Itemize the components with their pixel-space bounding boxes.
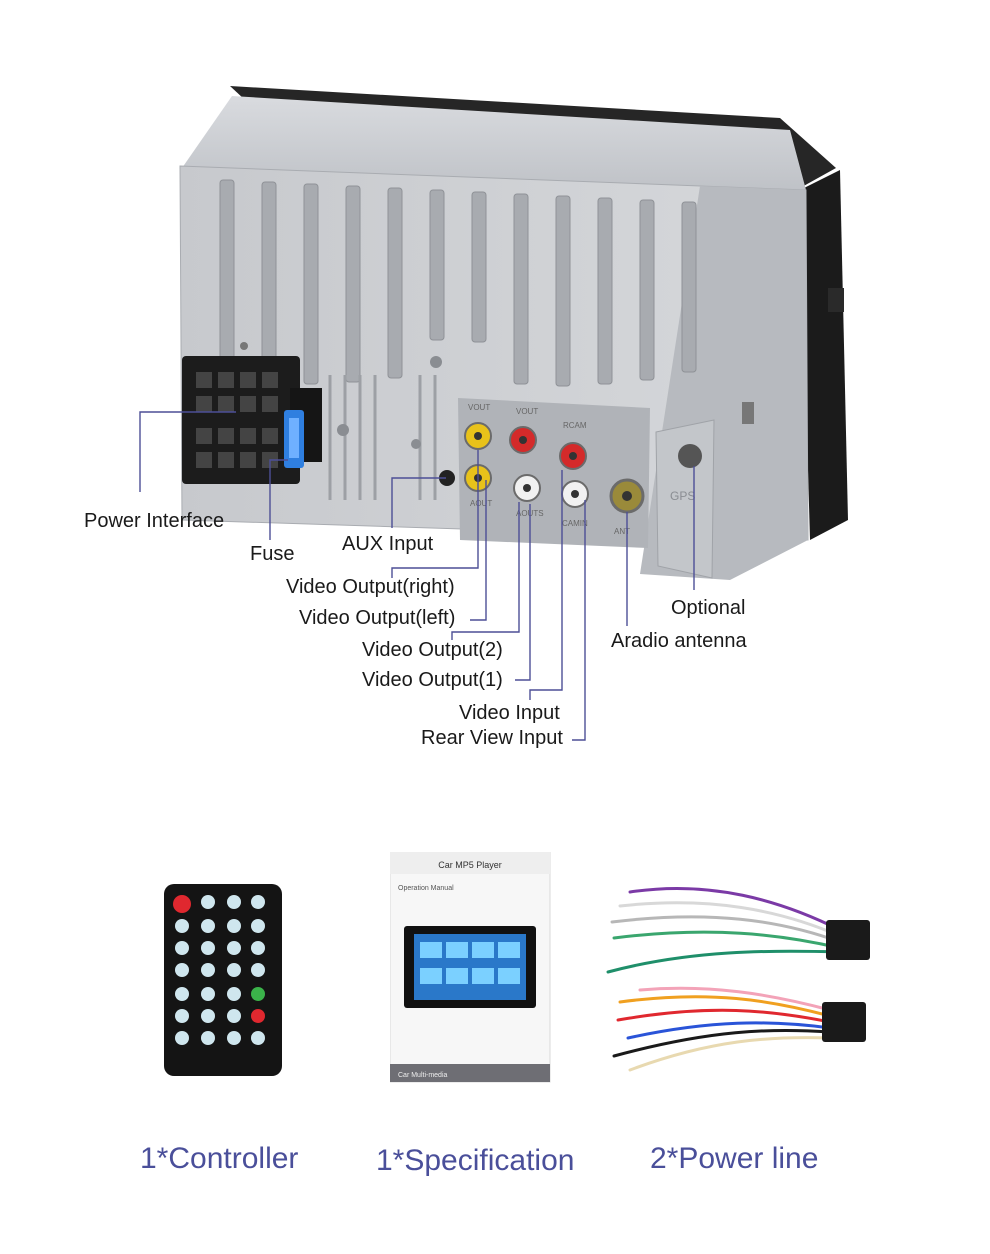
power-line-illustration	[606, 886, 870, 1072]
label-video-output-right: Video Output(right)	[286, 576, 455, 598]
mark-rcam: RCAM	[563, 421, 587, 430]
mark-vout-2: VOUT	[516, 407, 538, 416]
label-video-output-left: Video Output(left)	[299, 607, 456, 629]
leader-video-input	[529, 470, 563, 700]
call-accept-icon	[251, 987, 265, 1001]
gps-socket: GPS	[655, 419, 715, 579]
harness-connector-top	[826, 920, 870, 960]
manual-footer: Car Multi-media	[398, 1072, 448, 1079]
leader-lines	[139, 411, 695, 741]
remote-controller-illustration	[164, 884, 282, 1076]
fuse	[284, 410, 304, 468]
mark-aout-1: AOUT	[470, 499, 492, 508]
vent-slots	[328, 375, 437, 500]
iso-power-connector	[182, 356, 322, 484]
leader-fuse	[269, 459, 288, 540]
mark-vout-1: VOUT	[468, 403, 490, 412]
rca-panel: VOUT VOUT RCAM AOUT AOUTS CAMIN ANT	[439, 398, 650, 548]
leader-power-interface	[139, 411, 236, 492]
mark-gps: GPS	[670, 489, 695, 503]
caption-power-line: 2*Power line	[650, 1142, 819, 1175]
label-video-output-1: Video Output(1)	[362, 669, 503, 691]
leader-video-2	[451, 502, 520, 640]
manual-subtitle: Operation Manual	[398, 885, 454, 892]
label-power-interface: Power Interface	[84, 510, 225, 532]
leader-video-right	[391, 450, 479, 578]
chassis-top	[182, 96, 806, 190]
caption-controller: 1*Controller	[140, 1142, 299, 1175]
leader-rear-view	[572, 500, 586, 741]
call-end-icon	[251, 1009, 265, 1023]
label-video-output-2: Video Output(2)	[362, 639, 503, 661]
label-aux-input: AUX Input	[342, 533, 434, 555]
head-unit-back-illustration: VOUT VOUT RCAM AOUT AOUTS CAMIN ANT GPS	[139, 86, 848, 741]
label-optional: Optional	[671, 597, 746, 619]
mark-camin: CAMIN	[562, 519, 588, 528]
label-fuse: Fuse	[250, 543, 295, 565]
leader-video-left	[470, 480, 487, 621]
leader-video-1	[515, 504, 531, 681]
specification-manual-illustration: Car MP5 Player Operation Manual Car Mult…	[390, 852, 551, 1083]
label-rear-view-input: Rear View Input	[421, 727, 563, 749]
harness-connector-bottom	[822, 1002, 866, 1042]
aux-jack	[439, 470, 455, 486]
caption-specification: 1*Specification	[376, 1144, 575, 1177]
label-video-input: Video Input	[459, 702, 560, 724]
label-radio-antenna: Aradio antenna	[611, 630, 747, 652]
mark-ant: ANT	[614, 527, 630, 536]
manual-title: Car MP5 Player	[438, 860, 502, 870]
power-icon	[173, 895, 191, 913]
leader-aux	[391, 477, 446, 528]
